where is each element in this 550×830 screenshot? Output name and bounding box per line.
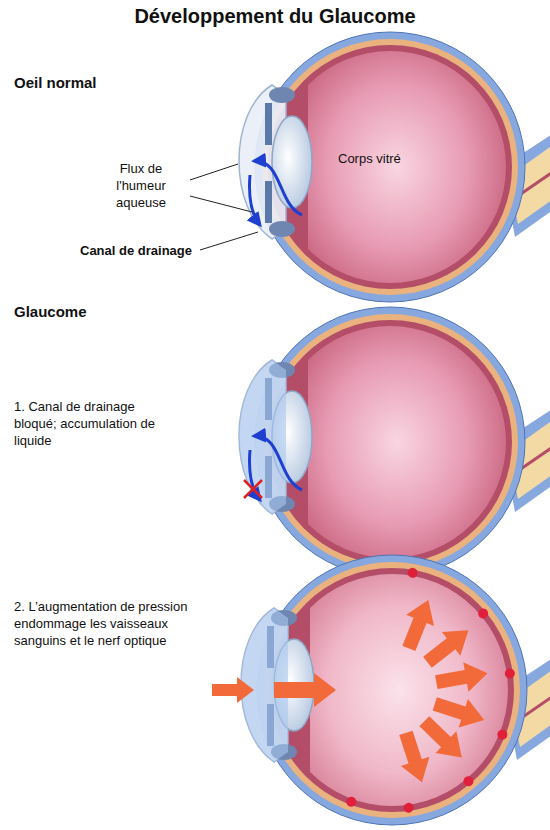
step-label: 2. L’augmentation de pression endommage … — [14, 598, 219, 649]
damage-spots — [345, 567, 516, 813]
callout-label: Flux de l'humeur aqueuse — [96, 160, 186, 211]
section-heading: Oeil normal — [14, 74, 97, 91]
diagram-title: Développement du Glaucome — [0, 4, 550, 28]
flow-arrow — [254, 161, 302, 215]
pressure-arrows — [212, 594, 490, 786]
leader-line — [190, 164, 238, 180]
pressure-eye — [212, 555, 550, 825]
flow-arrow — [249, 175, 260, 225]
part-label: Corps vitré — [338, 150, 401, 167]
normal-eye — [239, 32, 550, 302]
leader-line — [190, 196, 252, 212]
eye-figure — [239, 307, 550, 577]
glaucoma-eye — [239, 307, 550, 577]
section-heading: Glaucome — [14, 303, 87, 320]
leader-line — [200, 232, 258, 250]
eye-figure — [241, 555, 550, 825]
eye-figure — [239, 32, 550, 302]
callout-label: Canal de drainage — [80, 242, 192, 259]
block-mark — [244, 480, 262, 498]
step-label: 1. Canal de drainage bloqué; accumulatio… — [14, 398, 174, 449]
